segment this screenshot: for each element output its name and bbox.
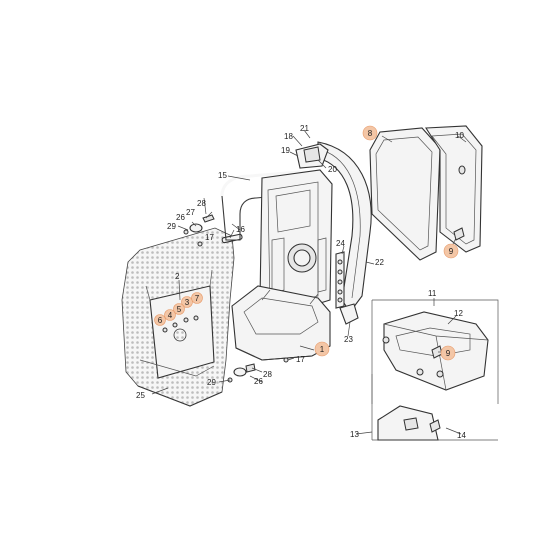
label-17b: 17: [296, 355, 305, 364]
part-labels: 2 10 11 12 13 14 15 16 17 17 18 19 20 21…: [136, 124, 466, 440]
highlight-9b[interactable]: 9: [440, 345, 456, 361]
adjuster-column: [335, 251, 345, 309]
label-19: 19: [281, 146, 290, 155]
label-29b: 29: [207, 378, 216, 387]
svg-text:6: 6: [158, 316, 163, 325]
label-26b: 26: [254, 377, 263, 386]
label-18: 18: [284, 132, 293, 141]
label-22: 22: [375, 258, 384, 267]
highlight-4[interactable]: 4: [164, 309, 176, 321]
label-28b: 28: [263, 370, 272, 379]
highlight-1[interactable]: 1: [314, 341, 330, 357]
svg-text:7: 7: [195, 294, 200, 303]
svg-text:4: 4: [168, 311, 173, 320]
label-16: 16: [236, 225, 245, 234]
label-13: 13: [350, 430, 359, 439]
label-21: 21: [300, 124, 309, 133]
label-12: 12: [454, 309, 463, 318]
inset-box-13: [371, 374, 498, 441]
label-15: 15: [218, 171, 227, 180]
svg-text:9: 9: [446, 349, 451, 358]
highlight-7[interactable]: 7: [191, 292, 203, 304]
highlight-8[interactable]: 8: [362, 125, 378, 141]
upper-fittings: [183, 214, 243, 247]
carrying-frame: [220, 169, 333, 361]
label-27: 27: [186, 208, 195, 217]
inset-box-11: [371, 299, 499, 404]
lower-fittings: [227, 357, 289, 383]
label-24: 24: [336, 239, 345, 248]
highlight-3[interactable]: 3: [181, 296, 193, 308]
small-screws-group: [162, 315, 199, 333]
highlight-5[interactable]: 5: [173, 303, 185, 315]
side-panel-10: [425, 125, 483, 253]
label-29a: 29: [167, 222, 176, 231]
mesh-grille: [173, 328, 187, 342]
label-23: 23: [344, 335, 353, 344]
label-28a: 28: [197, 199, 206, 208]
label-10: 10: [455, 131, 464, 140]
label-2: 2: [175, 272, 180, 281]
label-17a: 17: [205, 233, 214, 242]
leader-lines: [151, 129, 467, 435]
label-20: 20: [328, 165, 337, 174]
svg-text:5: 5: [177, 305, 182, 314]
back-pad-frame: [121, 227, 235, 407]
label-25: 25: [136, 391, 145, 400]
label-26a: 26: [176, 213, 185, 222]
label-14: 14: [457, 431, 466, 440]
svg-text:3: 3: [185, 298, 190, 307]
highlighted-labels: 1 3 4 5 6 7 8 9: [154, 125, 459, 361]
side-panel-8: [369, 127, 441, 261]
highlight-6[interactable]: 6: [154, 314, 166, 326]
svg-text:9: 9: [449, 247, 454, 256]
label-11: 11: [428, 289, 437, 298]
svg-text:1: 1: [320, 345, 325, 354]
svg-text:8: 8: [368, 129, 373, 138]
highlight-9a[interactable]: 9: [443, 243, 459, 259]
